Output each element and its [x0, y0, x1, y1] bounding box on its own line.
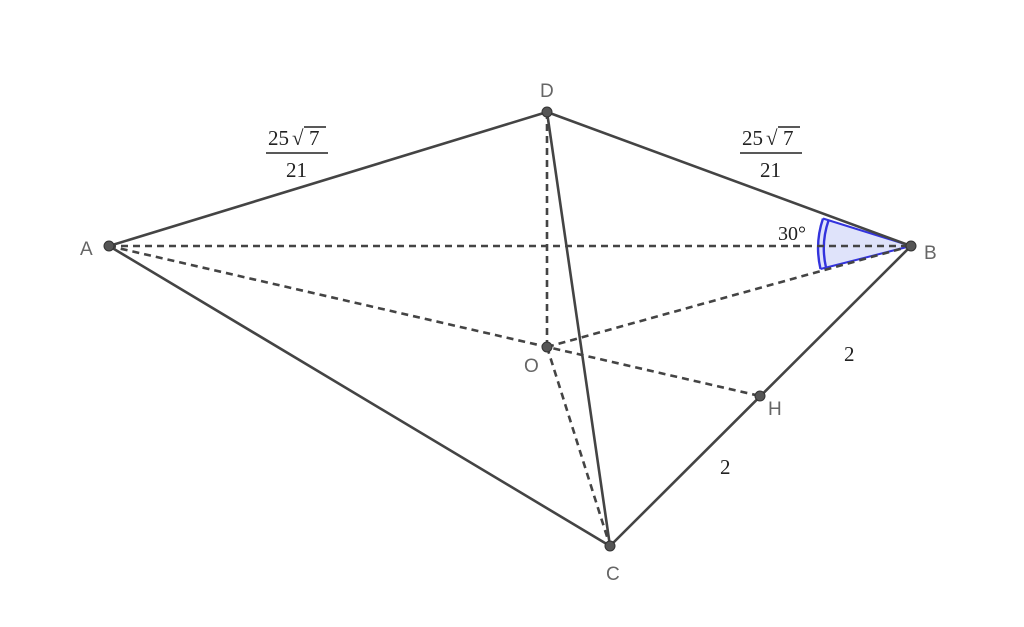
point-c[interactable] — [604, 540, 616, 552]
edge-db — [545, 110, 913, 248]
edge-ad — [107, 110, 549, 248]
length-db-radicand: 7 — [783, 126, 794, 150]
label-a: A — [80, 239, 93, 260]
angle-dba-fill — [818, 218, 911, 269]
sqrt-symbol: √ — [292, 126, 304, 150]
label-h: H — [768, 399, 782, 420]
point-d[interactable] — [541, 106, 553, 118]
point-b[interactable] — [905, 240, 917, 252]
length-label-ad: 25 √ 7 21 — [266, 126, 328, 182]
length-ad-radicand: 7 — [309, 126, 320, 150]
angle-dba-label: 30° — [778, 223, 806, 245]
segment-ah — [108, 244, 761, 398]
point-h[interactable] — [754, 390, 766, 402]
length-db-denominator: 21 — [760, 158, 781, 182]
angle-dba-arc-inner — [822, 220, 830, 268]
length-label-hc: 2 — [720, 455, 731, 479]
label-c: C — [606, 564, 620, 585]
point-a[interactable] — [103, 240, 115, 252]
length-ad-denominator: 21 — [286, 158, 307, 182]
angle-dba-arc-outer — [816, 218, 825, 270]
label-d: D — [540, 81, 554, 102]
edge-ac — [107, 244, 612, 548]
segment-ob — [546, 244, 912, 349]
label-o: O — [524, 356, 539, 377]
edge-dc — [545, 110, 612, 548]
length-label-bh: 2 — [844, 342, 855, 366]
label-b: B — [924, 243, 937, 264]
length-db-coef: 25 — [742, 126, 763, 150]
length-label-db: 25 √ 7 21 — [740, 126, 802, 182]
length-ad-coef: 25 — [268, 126, 289, 150]
sqrt-symbol: √ — [766, 126, 778, 150]
segment-oc — [545, 346, 612, 547]
point-o[interactable] — [541, 341, 553, 353]
